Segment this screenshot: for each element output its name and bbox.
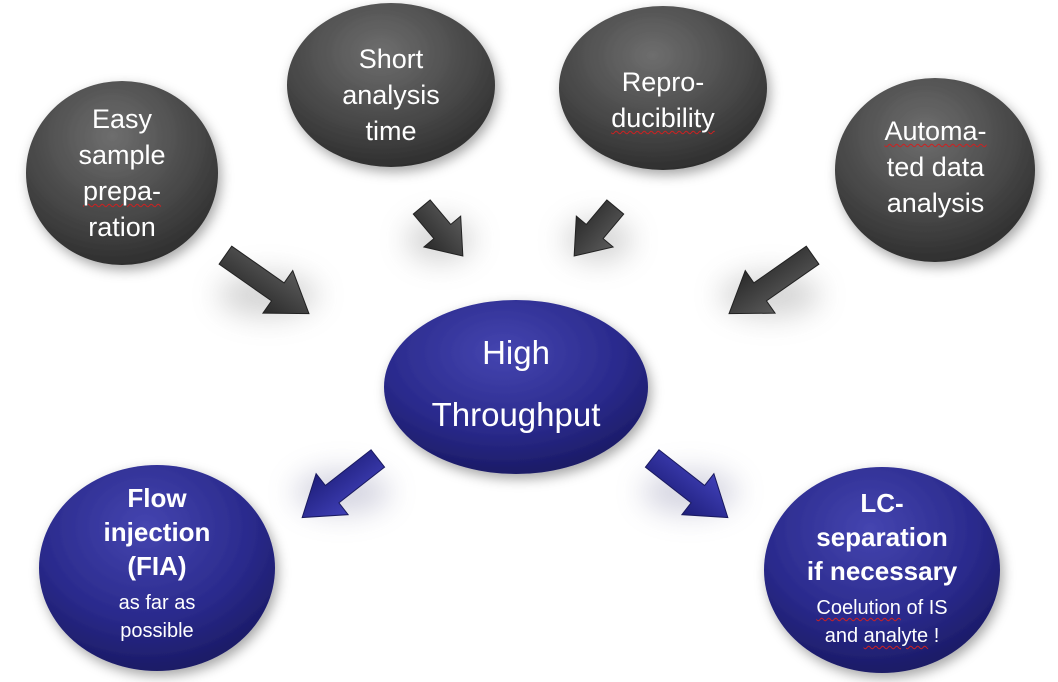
arrow-repro-to-hub <box>573 199 625 257</box>
arrow-easy-to-hub <box>218 245 310 315</box>
node-easy-sample-preparation <box>26 81 218 265</box>
node-lc-separation <box>764 467 1000 673</box>
arrow-hub-to-lc <box>644 449 729 519</box>
arrow-hub-to-fia <box>301 449 386 519</box>
node-short-analysis-time <box>287 3 495 167</box>
arrow-automated-to-hub <box>728 245 820 315</box>
arrow-short-to-hub <box>412 199 464 257</box>
node-automated-data-analysis <box>835 78 1035 262</box>
hub-high-throughput <box>384 300 648 474</box>
node-flow-injection <box>39 465 275 671</box>
node-reproducibility <box>559 6 767 170</box>
